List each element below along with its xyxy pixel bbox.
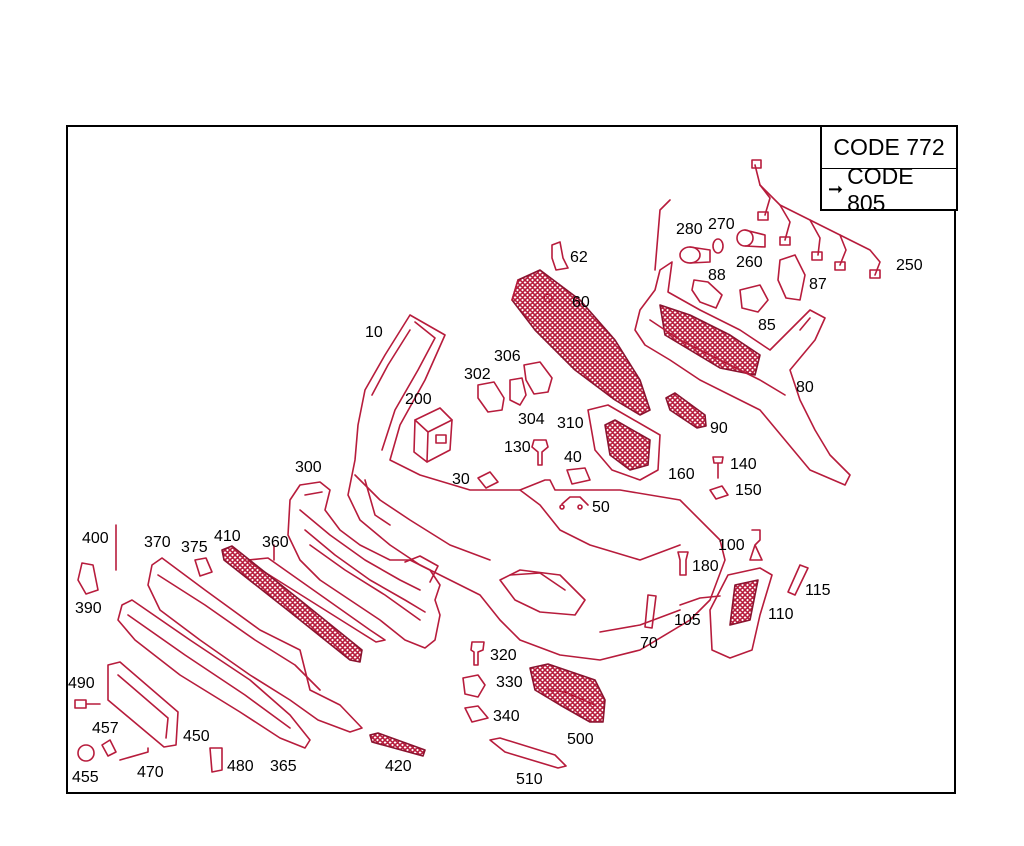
part-label-280: 280 xyxy=(676,221,703,238)
part-label-420: 420 xyxy=(385,758,412,775)
license-plate-base-part xyxy=(107,661,179,748)
side-trim-part xyxy=(489,737,567,769)
part-label-260: 260 xyxy=(736,254,763,271)
mesh-insert-part xyxy=(665,392,707,429)
side-marker-part xyxy=(787,564,809,596)
sensor-bracket-part xyxy=(477,361,553,413)
control-module-part xyxy=(413,407,453,463)
side-grille-part xyxy=(529,663,606,723)
spoiler-strip-part xyxy=(247,544,386,643)
part-label-105: 105 xyxy=(674,612,701,629)
part-label-450: 450 xyxy=(183,728,210,745)
part-label-340: 340 xyxy=(493,708,520,725)
small-hardware-part xyxy=(74,699,223,773)
part-label-360: 360 xyxy=(262,534,289,551)
part-label-480: 480 xyxy=(227,758,254,775)
code-772-label: CODE 772 xyxy=(822,127,956,169)
diagram-frame xyxy=(66,125,956,794)
part-label-110: 110 xyxy=(768,606,794,623)
part-label-306: 306 xyxy=(494,348,521,365)
part-label-140: 140 xyxy=(730,456,757,473)
part-label-160: 160 xyxy=(668,466,695,483)
part-label-400: 400 xyxy=(82,530,109,547)
part-label-85: 85 xyxy=(758,317,776,334)
part-label-390: 390 xyxy=(75,600,102,617)
bolt-part xyxy=(709,456,729,500)
part-label-410: 410 xyxy=(214,528,241,545)
part-label-70: 70 xyxy=(640,635,658,652)
part-label-490: 490 xyxy=(68,675,95,692)
part-label-88: 88 xyxy=(708,267,726,284)
clip-part xyxy=(551,241,569,271)
part-label-330: 330 xyxy=(496,674,523,691)
fastener-part xyxy=(677,529,763,606)
bumper-cover-part xyxy=(347,314,726,661)
part-label-87: 87 xyxy=(809,276,827,293)
part-label-10: 10 xyxy=(365,324,383,341)
lower-fastener-part xyxy=(462,641,489,723)
part-label-130: 130 xyxy=(504,439,531,456)
part-label-62: 62 xyxy=(570,249,588,266)
part-label-365: 365 xyxy=(270,758,297,775)
part-label-30: 30 xyxy=(452,471,470,488)
splash-guard-part xyxy=(709,567,773,659)
part-label-320: 320 xyxy=(490,647,517,664)
lower-lip-part xyxy=(117,599,311,749)
cover-cap-part xyxy=(559,467,591,510)
part-label-510: 510 xyxy=(516,771,543,788)
part-label-304: 304 xyxy=(518,411,545,428)
lower-trim-part xyxy=(147,557,363,733)
part-label-270: 270 xyxy=(708,216,735,233)
push-clip-part xyxy=(531,439,549,466)
wiring-harness-part xyxy=(751,159,881,279)
part-label-200: 200 xyxy=(405,391,432,408)
part-label-455: 455 xyxy=(72,769,99,786)
part-label-180: 180 xyxy=(692,558,719,575)
code-805-row: ➞ CODE 805 xyxy=(822,163,956,216)
bumper-bracket-part xyxy=(287,481,441,649)
part-label-150: 150 xyxy=(735,482,762,499)
part-label-250: 250 xyxy=(896,257,923,274)
part-label-60: 60 xyxy=(572,294,590,311)
trim-strip-part xyxy=(369,732,426,757)
code-legend: CODE 772 ➞ CODE 805 xyxy=(820,125,958,216)
part-label-500: 500 xyxy=(567,731,594,748)
sensor-part xyxy=(679,229,766,264)
part-label-50: 50 xyxy=(592,499,610,516)
part-label-310: 310 xyxy=(557,415,584,432)
grille-part xyxy=(511,269,651,416)
part-label-115: 115 xyxy=(805,582,831,599)
part-label-100: 100 xyxy=(718,537,745,554)
part-label-457: 457 xyxy=(92,720,119,737)
part-label-470: 470 xyxy=(137,764,164,781)
right-arrow-icon: ➞ xyxy=(828,179,844,199)
bumper-support-part xyxy=(634,199,851,486)
strip-part xyxy=(644,594,657,629)
part-label-300: 300 xyxy=(295,459,322,476)
lower-grille-strip-part xyxy=(221,545,363,663)
sensor-mount-part xyxy=(691,254,806,313)
code-805-label: CODE 805 xyxy=(847,162,914,216)
part-label-80: 80 xyxy=(796,379,814,396)
part-label-375: 375 xyxy=(181,539,208,556)
part-label-302: 302 xyxy=(464,366,491,383)
part-label-40: 40 xyxy=(564,449,582,466)
air-duct-part xyxy=(587,404,661,481)
part-label-90: 90 xyxy=(710,420,728,437)
mounting-hardware-part xyxy=(77,524,213,595)
clip-nut-part xyxy=(477,471,499,489)
part-label-370: 370 xyxy=(144,534,171,551)
